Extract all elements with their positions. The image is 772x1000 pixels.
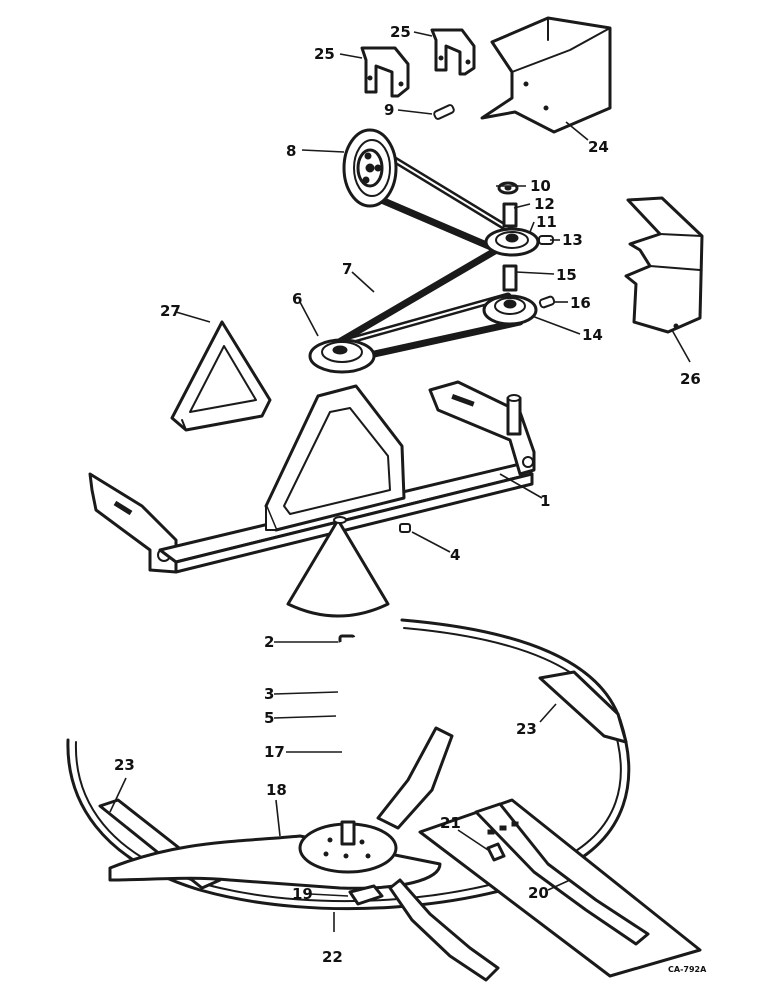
blade-lower (388, 878, 500, 982)
drawing-code: CA-792A (668, 965, 707, 974)
bracket-25-right (430, 28, 476, 76)
callout-17: 17 (264, 743, 285, 761)
callout-2: 2 (264, 633, 274, 651)
callout-21: 21 (440, 814, 461, 832)
callout-18: 18 (266, 781, 287, 799)
callout-7: 7 (342, 260, 352, 278)
bolt-4 (399, 523, 411, 533)
callout-12: 12 (534, 195, 555, 213)
shaft-12 (502, 202, 518, 228)
callout-25-right: 25 (390, 23, 411, 41)
shaft-15 (502, 264, 518, 292)
hub-plate (298, 820, 398, 874)
brace-23-right (538, 670, 628, 744)
plate-20 (418, 798, 702, 978)
callout-3: 3 (264, 685, 274, 703)
leader-lines (109, 31, 691, 932)
washer-10 (497, 181, 519, 195)
spreader-cone (286, 516, 390, 618)
callout-13: 13 (562, 231, 583, 249)
callout-16: 16 (570, 294, 591, 312)
pulley-14 (482, 294, 538, 326)
pulley-11 (484, 227, 540, 257)
callout-8: 8 (286, 142, 296, 160)
callout-19: 19 (292, 885, 313, 903)
key-19 (348, 884, 384, 906)
bracket-25-left (360, 46, 410, 98)
callout-1: 1 (540, 492, 550, 510)
callout-6: 6 (292, 290, 302, 308)
shield-24 (480, 16, 612, 134)
callout-23-left: 23 (114, 756, 135, 774)
callout-26: 26 (680, 370, 701, 388)
shield-26 (624, 196, 704, 334)
callout-4: 4 (450, 546, 460, 564)
frame-1 (88, 380, 536, 574)
pulley-8 (342, 128, 398, 208)
callout-20: 20 (528, 884, 549, 902)
callout-15: 15 (556, 266, 577, 284)
smv-emblem-27 (170, 320, 272, 432)
blade-upper (376, 726, 454, 830)
bolt-21 (486, 842, 506, 862)
callout-27: 27 (160, 302, 181, 320)
callout-24: 24 (588, 138, 609, 156)
callout-22: 22 (322, 948, 343, 966)
callout-9: 9 (384, 101, 394, 119)
callout-5: 5 (264, 709, 274, 727)
key-9 (433, 104, 455, 120)
pulley-6 (308, 338, 376, 374)
callout-11: 11 (536, 213, 557, 231)
key-16 (538, 295, 556, 309)
callout-labels: 25 25 9 24 8 10 12 11 13 7 15 16 14 6 27… (114, 23, 707, 974)
callout-23-right: 23 (516, 720, 537, 738)
callout-14: 14 (582, 326, 603, 344)
callout-25-left: 25 (314, 45, 335, 63)
callout-10: 10 (530, 177, 551, 195)
